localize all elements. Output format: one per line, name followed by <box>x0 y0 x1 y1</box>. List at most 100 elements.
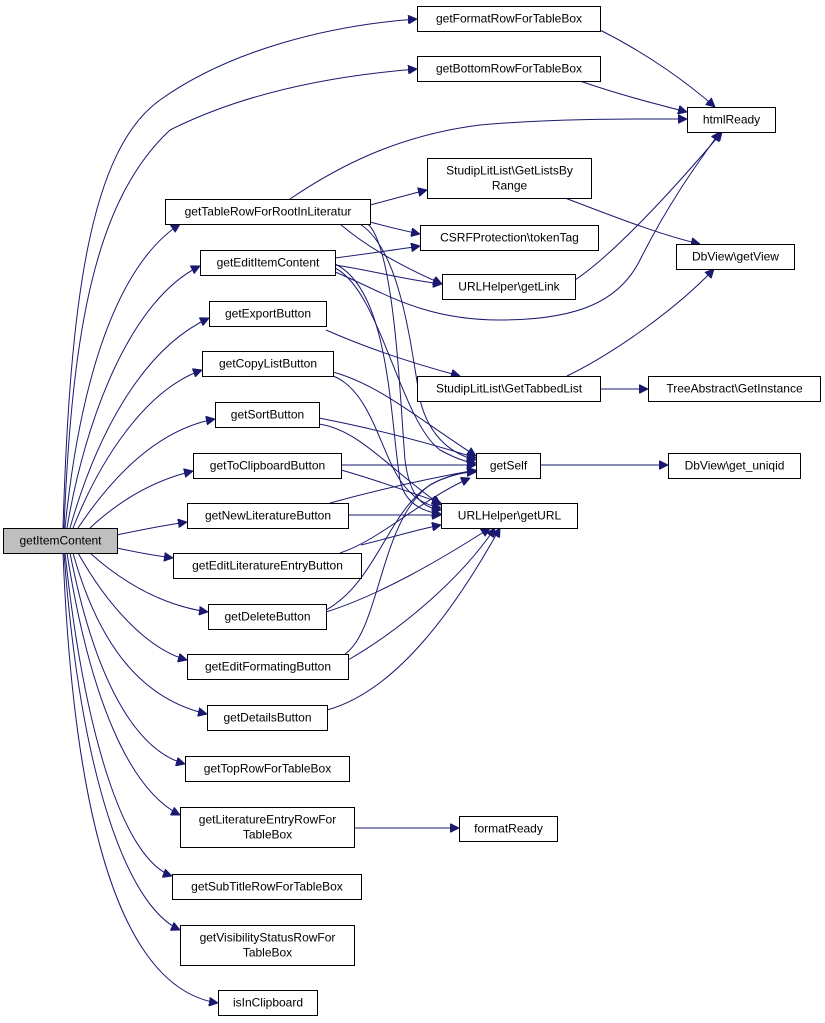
node-box[interactable] <box>180 807 355 848</box>
node-box[interactable] <box>200 250 336 276</box>
node-getTopRowForTableBox[interactable]: getTopRowForTableBox <box>185 756 350 782</box>
node-box[interactable] <box>441 503 578 529</box>
node-box[interactable] <box>202 351 334 377</box>
node-GetTabbedList[interactable]: StudipLitList\GetTabbedList <box>417 376 601 402</box>
node-getView[interactable]: DbView\getView <box>676 244 795 270</box>
node-tokenTag[interactable]: CSRFProtection\tokenTag <box>420 225 599 251</box>
node-getURL[interactable]: URLHelper\getURL <box>441 503 578 529</box>
edge-getItemContent-to-getSortButton <box>77 419 215 529</box>
node-getFormatRowForTableBox[interactable]: getFormatRowForTableBox <box>417 6 601 32</box>
node-htmlReady[interactable]: htmlReady <box>687 107 776 133</box>
node-getCopyListButton[interactable]: getCopyListButton <box>202 351 334 377</box>
node-box[interactable] <box>187 503 349 529</box>
node-box[interactable] <box>209 301 327 327</box>
edge-GetTabbedList-to-getView <box>566 269 714 377</box>
edge-getItemContent-to-getFormatRowForTableBox <box>62 19 417 529</box>
node-box[interactable] <box>207 705 328 731</box>
edge-getTableRowForRootInLiteratur-to-getLink <box>339 223 442 284</box>
node-box[interactable] <box>215 402 320 428</box>
edge-getItemContent-to-getEditLiteratureEntryButton <box>116 547 173 558</box>
node-getSubTitleRowForTableBox[interactable]: getSubTitleRowForTableBox <box>172 874 362 900</box>
node-box[interactable] <box>218 990 318 1016</box>
edge-getFormatRowForTableBox-to-htmlReady <box>599 29 715 107</box>
edge-getEditItemContent-to-getSelf <box>334 267 476 463</box>
node-isInClipboard[interactable]: isInClipboard <box>218 990 318 1016</box>
node-getSortButton[interactable]: getSortButton <box>215 402 320 428</box>
node-box[interactable] <box>648 376 821 402</box>
node-label: getDetailsButton <box>223 711 311 725</box>
node-box[interactable] <box>668 453 801 479</box>
node-get_uniqid[interactable]: DbView\get_uniqid <box>668 453 801 479</box>
node-getDetailsButton[interactable]: getDetailsButton <box>207 705 328 731</box>
node-box[interactable] <box>476 453 541 479</box>
edge-getTableRowForRootInLiteratur-to-tokenTag <box>369 221 420 234</box>
node-getSelf[interactable]: getSelf <box>476 453 541 479</box>
node-box[interactable] <box>187 654 349 680</box>
edge-getItemContent-to-getToClipboardButton <box>89 471 193 529</box>
node-box[interactable] <box>180 925 355 966</box>
edge-getLink-to-htmlReady <box>574 132 722 281</box>
node-formatReady[interactable]: formatReady <box>459 816 558 842</box>
edge-getEditItemContent-to-getLink <box>334 264 442 284</box>
edge-getTableRowForRootInLiteratur-to-GetListsByRange <box>369 190 427 206</box>
node-box[interactable] <box>172 874 362 900</box>
edge-getEditFormatingButton-to-getSelf <box>344 472 476 655</box>
node-label: Range <box>492 179 528 193</box>
node-getExportButton[interactable]: getExportButton <box>209 301 327 327</box>
edge-getTableRowForRootInLiteratur-to-htmlReady <box>289 119 687 200</box>
node-box[interactable] <box>676 244 795 270</box>
node-getLink[interactable]: URLHelper\getLink <box>442 274 576 300</box>
edge-getItemContent-to-getTableRowForRootInLiteratur <box>64 224 180 529</box>
node-box[interactable] <box>3 528 118 554</box>
node-getEditItemContent[interactable]: getEditItemContent <box>200 250 336 276</box>
node-box[interactable] <box>442 274 576 300</box>
node-getEditLiteratureEntryButton[interactable]: getEditLiteratureEntryButton <box>173 553 362 579</box>
edge-getTableRowForRootInLiteratur-to-getSelf <box>359 223 476 460</box>
edge-getEditItemContent-to-htmlReady <box>334 132 720 321</box>
node-getDeleteButton[interactable]: getDeleteButton <box>208 604 327 630</box>
node-label: getToClipboardButton <box>210 459 325 473</box>
node-GetInstance[interactable]: TreeAbstract\GetInstance <box>648 376 821 402</box>
node-box[interactable] <box>417 376 601 402</box>
node-box[interactable] <box>687 107 776 133</box>
edge-GetListsByRange-to-getView <box>564 197 700 244</box>
node-box[interactable] <box>173 553 362 579</box>
node-label: URLHelper\getLink <box>458 280 560 294</box>
edge-getExportButton-to-GetTabbedList <box>325 329 460 376</box>
edge-getBottomRowForTableBox-to-htmlReady <box>579 80 687 112</box>
node-label: StudipLitList\GetTabbedList <box>436 382 583 396</box>
node-label: TableBox <box>243 946 292 960</box>
node-getNewLiteratureButton[interactable]: getNewLiteratureButton <box>187 503 349 529</box>
node-box[interactable] <box>420 225 599 251</box>
node-box[interactable] <box>208 604 327 630</box>
node-label: getSubTitleRowForTableBox <box>191 880 343 894</box>
node-box[interactable] <box>193 453 342 479</box>
node-label: getNewLiteratureButton <box>205 509 331 523</box>
node-label: getExportButton <box>225 307 311 321</box>
node-getItemContent[interactable]: getItemContent <box>3 528 118 554</box>
edge-getItemContent-to-getTopRowForTableBox <box>69 552 185 764</box>
node-label: getEditFormatingButton <box>205 660 331 674</box>
node-getToClipboardButton[interactable]: getToClipboardButton <box>193 453 342 479</box>
edge-getEditLiteratureEntryButton-to-getSelf <box>339 478 470 554</box>
node-box[interactable] <box>417 6 601 32</box>
edge-getItemContent-to-getCopyListButton <box>72 370 202 529</box>
node-box[interactable] <box>417 56 601 82</box>
node-box[interactable] <box>459 816 558 842</box>
edges <box>62 19 722 1003</box>
edge-getCopyListButton-to-getSelf <box>332 371 476 456</box>
node-box[interactable] <box>427 158 592 199</box>
node-box[interactable] <box>185 756 350 782</box>
edge-getItemContent-to-isInClipboard <box>62 552 218 1003</box>
node-box[interactable] <box>165 199 371 225</box>
node-label: getDeleteButton <box>224 610 310 624</box>
node-getBottomRowForTableBox[interactable]: getBottomRowForTableBox <box>417 56 601 82</box>
edge-getItemContent-to-getSubTitleRowForTableBox <box>64 552 172 876</box>
node-label: getCopyListButton <box>219 357 317 371</box>
node-label: getSelf <box>490 459 528 473</box>
node-getEditFormatingButton[interactable]: getEditFormatingButton <box>187 654 349 680</box>
node-getTableRowForRootInLiteratur[interactable]: getTableRowForRootInLiteratur <box>165 199 371 225</box>
